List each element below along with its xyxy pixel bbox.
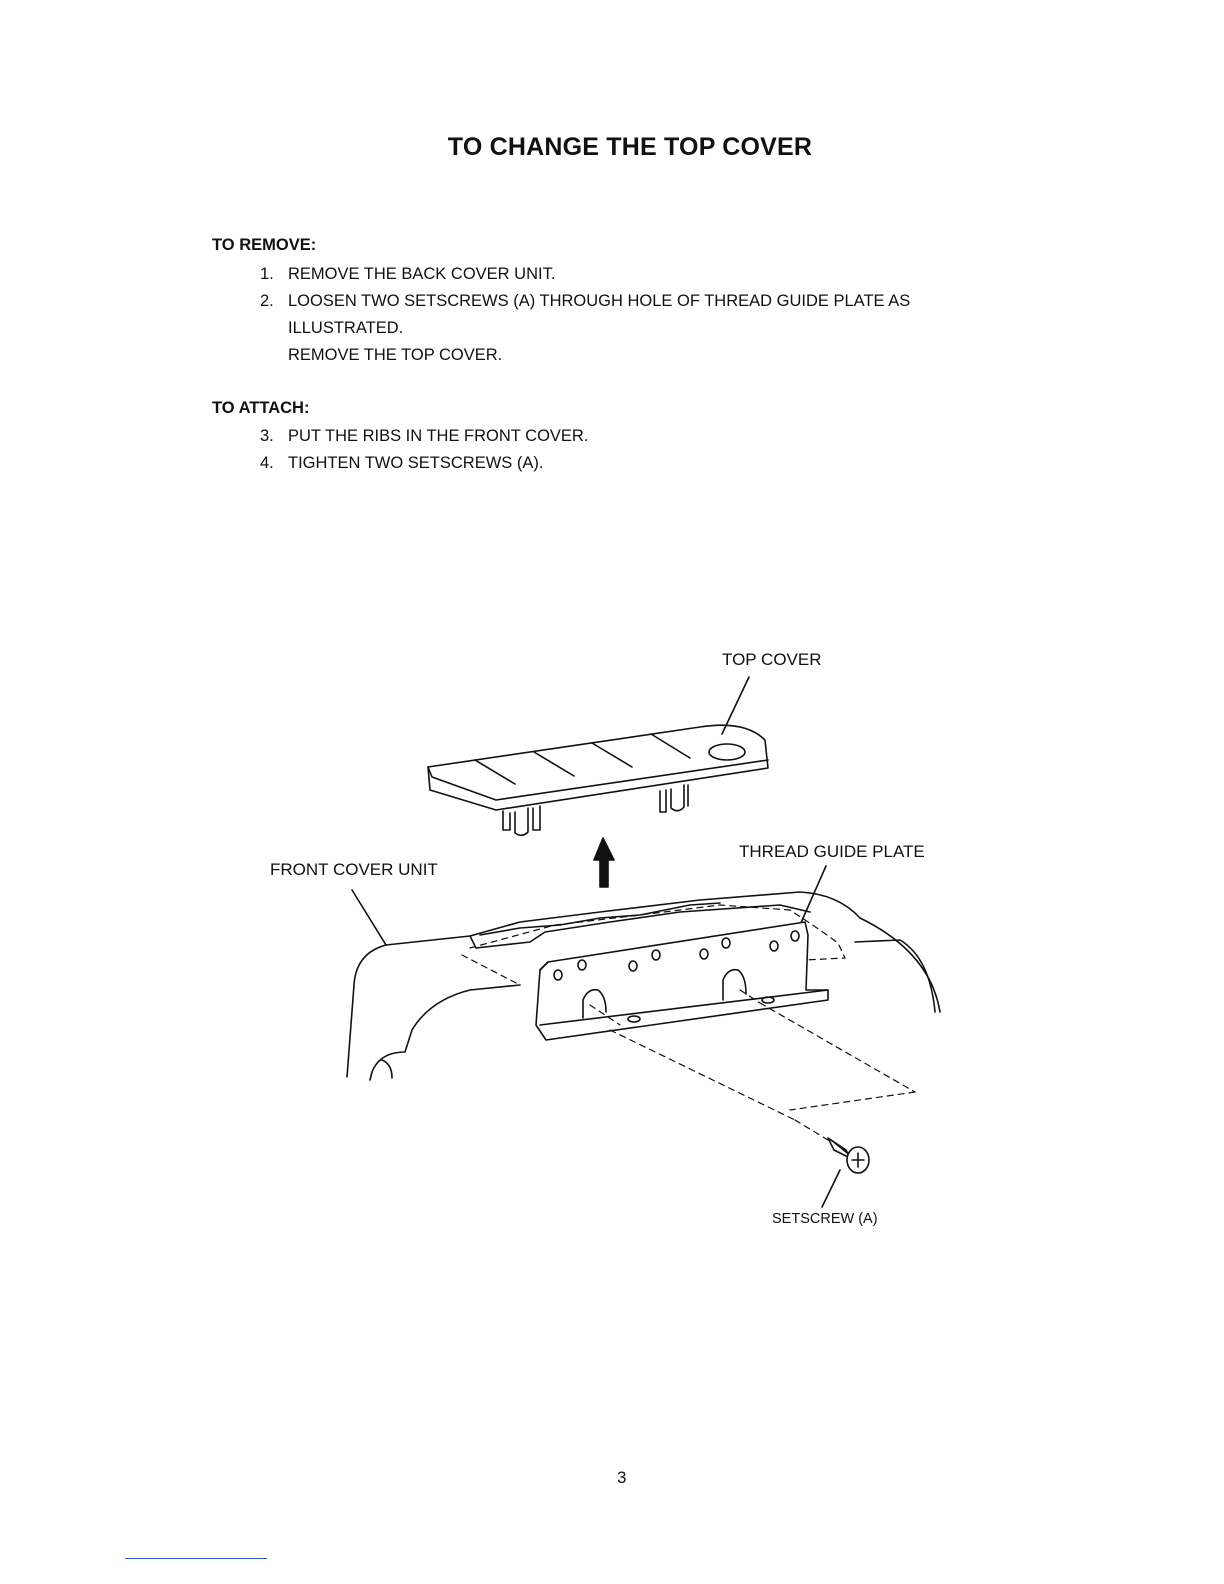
attach-heading: TO ATTACH: [212, 399, 310, 417]
step-item: 1. REMOVE THE BACK COVER UNIT. [260, 261, 910, 288]
thread-guide-plate-part [535, 921, 829, 1041]
step-number: 4. [260, 454, 274, 472]
step-number: 1. [260, 265, 274, 283]
step-text-continued: REMOVE THE TOP COVER. [288, 346, 503, 364]
page-number: 3 [617, 1468, 627, 1487]
step-text: PUT THE RIBS IN THE FRONT COVER. [288, 427, 589, 445]
thread-guide-plate-label: THREAD GUIDE PLATE [739, 842, 925, 861]
remove-steps: 1. REMOVE THE BACK COVER UNIT. 2. LOOSEN… [260, 261, 910, 369]
step-item: 4. TIGHTEN TWO SETSCREWS (A). [260, 450, 588, 477]
step-text: REMOVE THE BACK COVER UNIT. [288, 265, 556, 283]
top-cover-part [427, 724, 769, 837]
step-number: 2. [260, 292, 274, 310]
step-item: 2. LOOSEN TWO SETSCREWS (A) THROUGH HOLE… [260, 288, 910, 369]
step-text-continued: ILLUSTRATED. [288, 319, 404, 337]
up-arrow-icon [593, 837, 615, 888]
setscrew-part [827, 1137, 870, 1174]
front-cover-unit-part [346, 891, 941, 1081]
setscrew-label: SETSCREW (A) [772, 1211, 878, 1227]
remove-heading: TO REMOVE: [212, 236, 317, 254]
step-text: TIGHTEN TWO SETSCREWS (A). [288, 454, 544, 472]
step-text: LOOSEN TWO SETSCREWS (A) THROUGH HOLE OF… [288, 292, 911, 310]
front-cover-unit-label: FRONT COVER UNIT [270, 860, 438, 879]
page-title: TO CHANGE THE TOP COVER [447, 133, 813, 161]
footer-divider [125, 1558, 267, 1559]
step-item: 3. PUT THE RIBS IN THE FRONT COVER. [260, 423, 588, 450]
step-number: 3. [260, 427, 274, 445]
top-cover-label: TOP COVER [722, 650, 822, 669]
attach-steps: 3. PUT THE RIBS IN THE FRONT COVER. 4. T… [260, 423, 588, 477]
